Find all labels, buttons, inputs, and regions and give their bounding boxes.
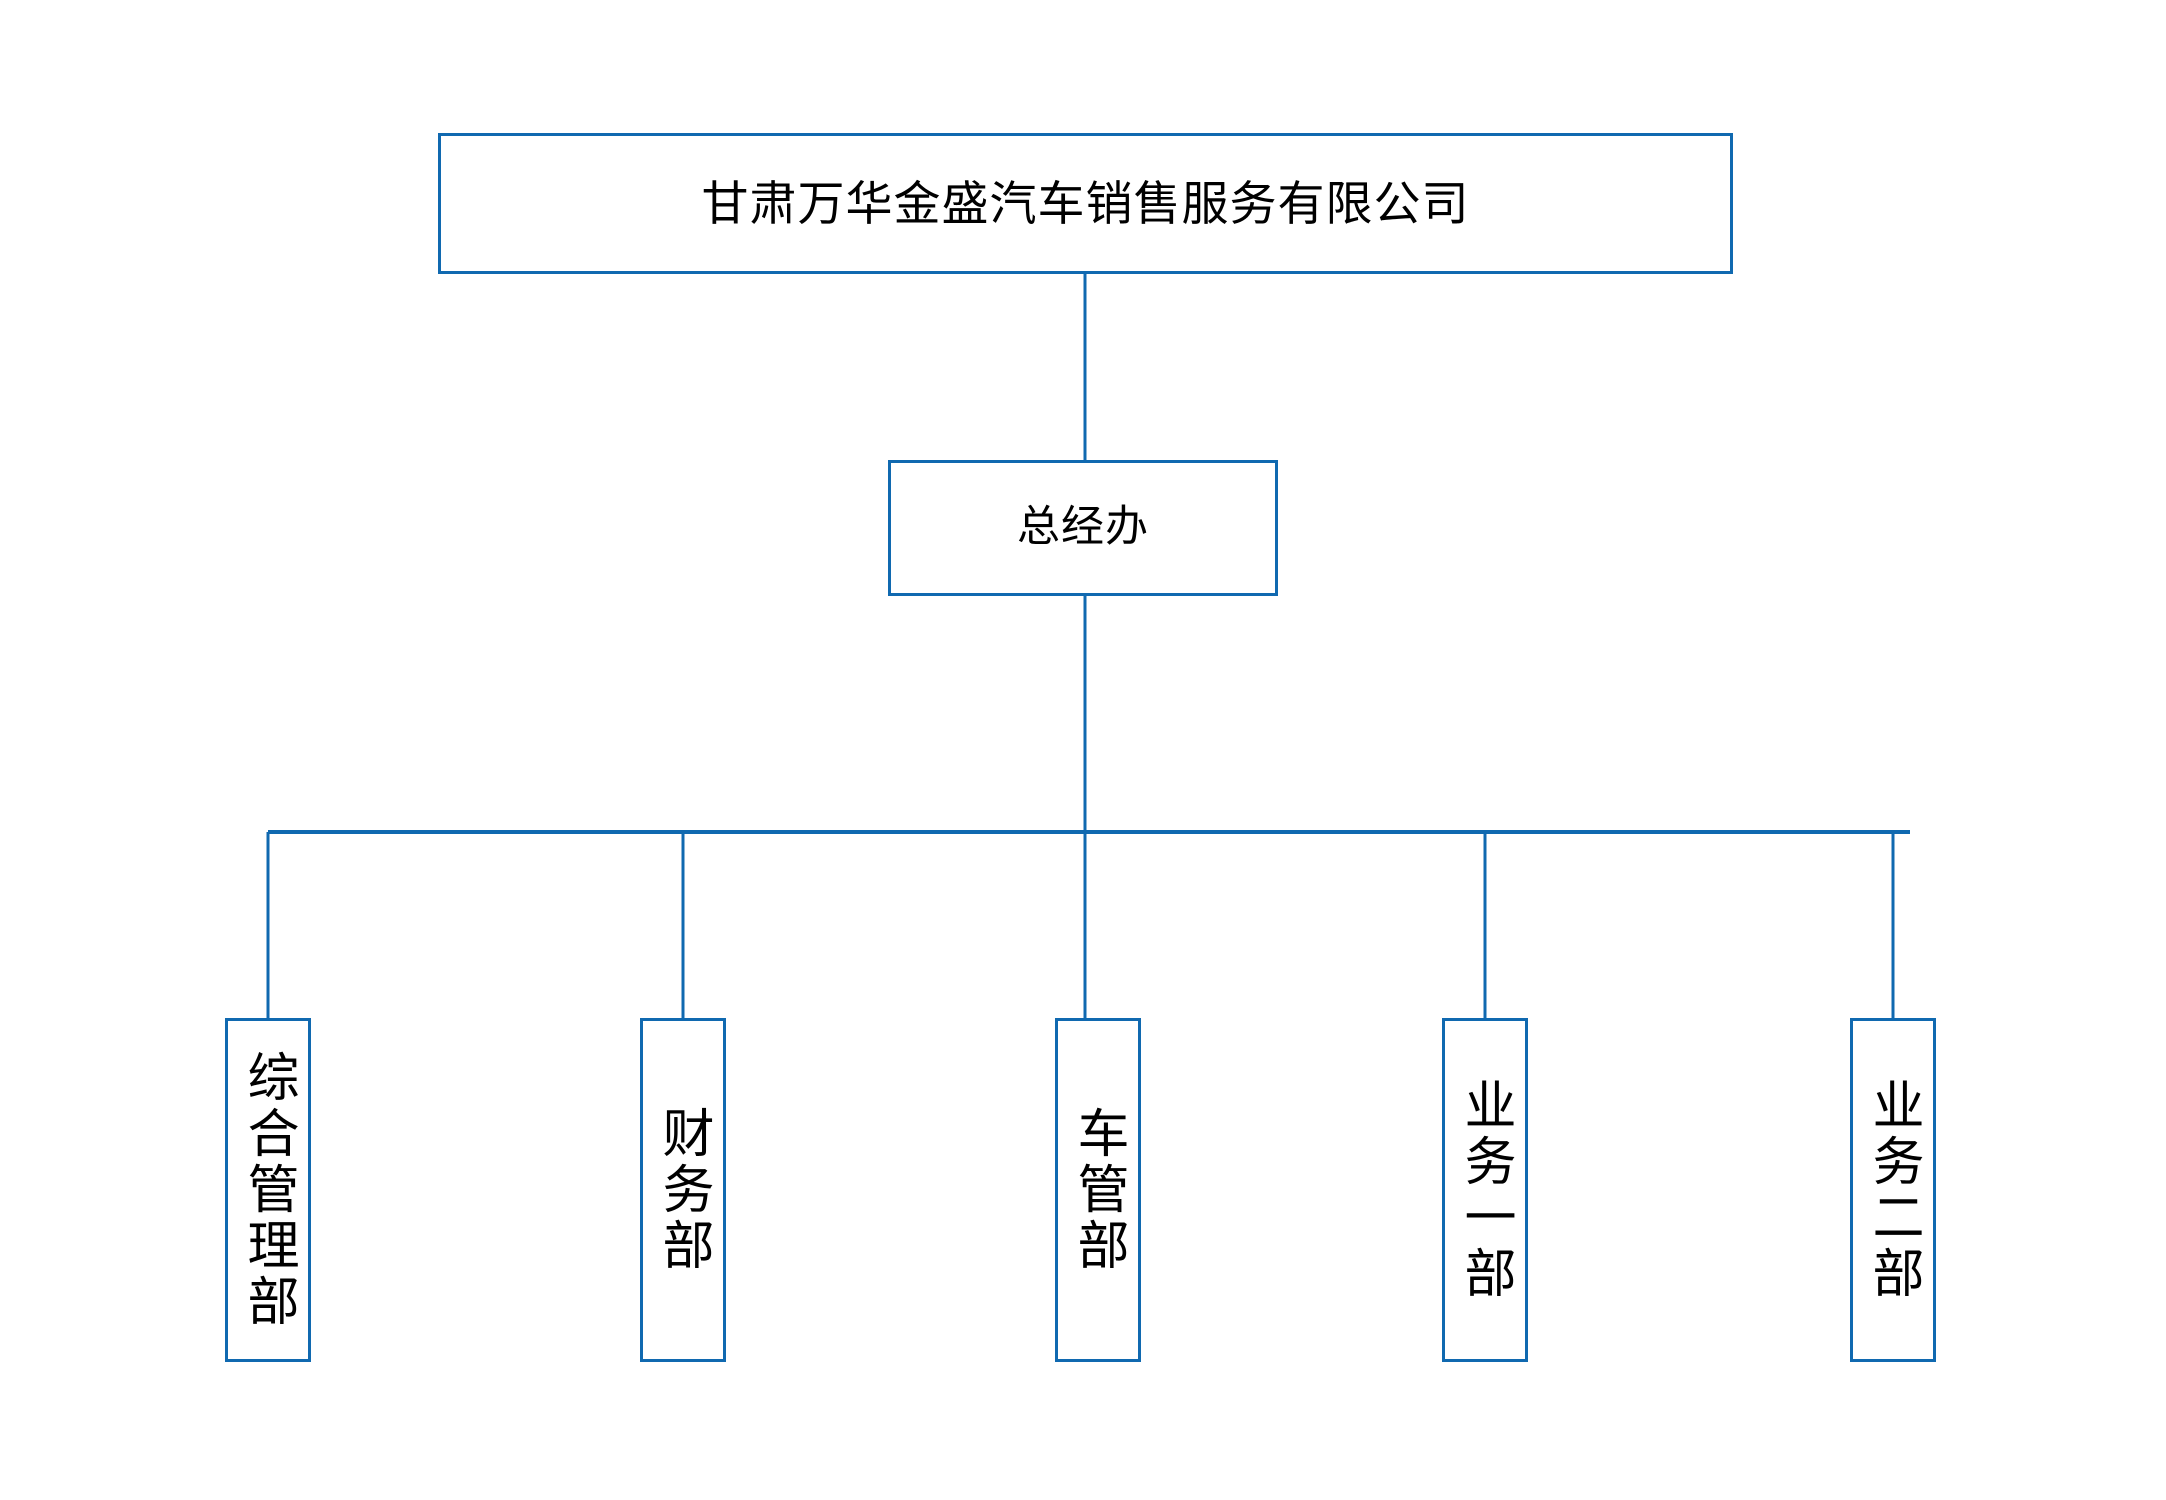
org-node-department-label: 业务一部 (1456, 1078, 1514, 1302)
org-node-general-manager-office[interactable]: 总经办 (888, 460, 1278, 596)
org-node-company-label: 甘肃万华金盛汽车销售服务有限公司 (701, 176, 1470, 230)
org-node-department-label: 财务部 (654, 1106, 712, 1274)
org-node-department-business-one[interactable]: 业务一部 (1442, 1018, 1528, 1362)
org-node-department-comprehensive-management[interactable]: 综合管理部 (225, 1018, 311, 1362)
org-node-department-finance[interactable]: 财务部 (640, 1018, 726, 1362)
org-node-department-label: 车管部 (1069, 1106, 1127, 1274)
org-node-department-vehicle-management[interactable]: 车管部 (1055, 1018, 1141, 1362)
org-node-department-business-two[interactable]: 业务二部 (1850, 1018, 1936, 1362)
org-node-department-label: 综合管理部 (239, 1050, 297, 1330)
org-node-department-label: 业务二部 (1864, 1078, 1922, 1302)
org-node-company[interactable]: 甘肃万华金盛汽车销售服务有限公司 (438, 133, 1733, 274)
org-node-general-manager-office-label: 总经办 (1017, 503, 1149, 552)
